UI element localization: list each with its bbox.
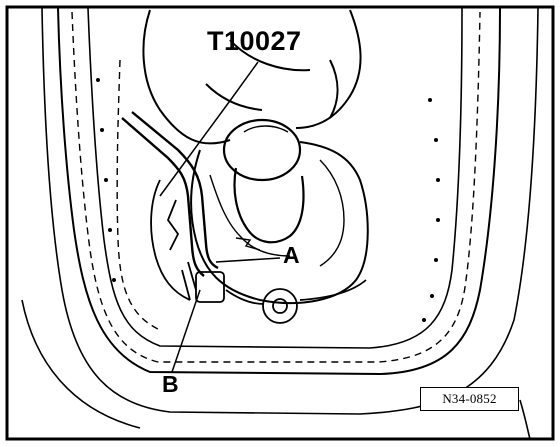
tool-t10027 [121,111,219,277]
console-trim [21,7,539,440]
leader-a [215,257,281,263]
figure-frame [5,5,555,441]
callout-a-label: A [283,242,300,268]
gear-knob [222,118,305,244]
shift-mechanism [150,179,367,324]
leader-tool [159,61,259,197]
stitch-dots [96,78,440,322]
hand [142,9,362,145]
tool-label: T10027 [207,26,302,56]
leader-lines [159,61,281,373]
reference-code: N34-0852 [442,391,497,406]
gear-boot [190,141,369,305]
callout-b-label: B [162,371,179,397]
leader-b [171,289,201,373]
stitch-lines [71,11,481,363]
reference-code-box: N34-0852 [420,387,519,411]
